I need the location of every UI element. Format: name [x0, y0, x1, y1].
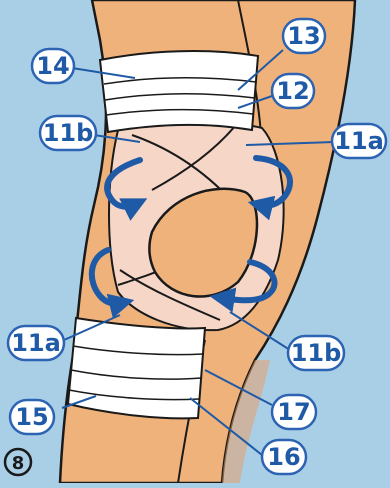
- bandage-15: [68, 318, 205, 418]
- callout-label: 11b: [291, 339, 342, 367]
- callout-11b-top: 11b: [40, 116, 96, 150]
- callout-11a-top: 11a: [332, 124, 386, 158]
- step-number: 8: [12, 453, 25, 474]
- callout-13: 13: [283, 19, 325, 53]
- bandage-14: [100, 51, 258, 132]
- callout-11a-bottom: 11a: [8, 326, 64, 360]
- callout-label: 11a: [11, 329, 61, 357]
- callout-label: 16: [267, 443, 300, 471]
- callout-label: 12: [276, 77, 309, 105]
- callout-12: 12: [272, 74, 314, 108]
- callout-label: 13: [287, 22, 320, 50]
- callout-label: 17: [277, 398, 310, 426]
- shin-bandage: [68, 318, 205, 418]
- callout-11b-bottom: 11b: [288, 336, 344, 370]
- callout-label: 14: [36, 52, 69, 80]
- callout-14: 14: [32, 49, 74, 83]
- callout-label: 11b: [43, 119, 94, 147]
- thigh-bandage: [100, 51, 258, 132]
- callout-15: 15: [10, 400, 54, 434]
- callout-label: 15: [15, 403, 48, 431]
- callout-17: 17: [272, 395, 316, 429]
- callout-16: 16: [262, 440, 306, 474]
- callout-label: 11a: [334, 127, 384, 155]
